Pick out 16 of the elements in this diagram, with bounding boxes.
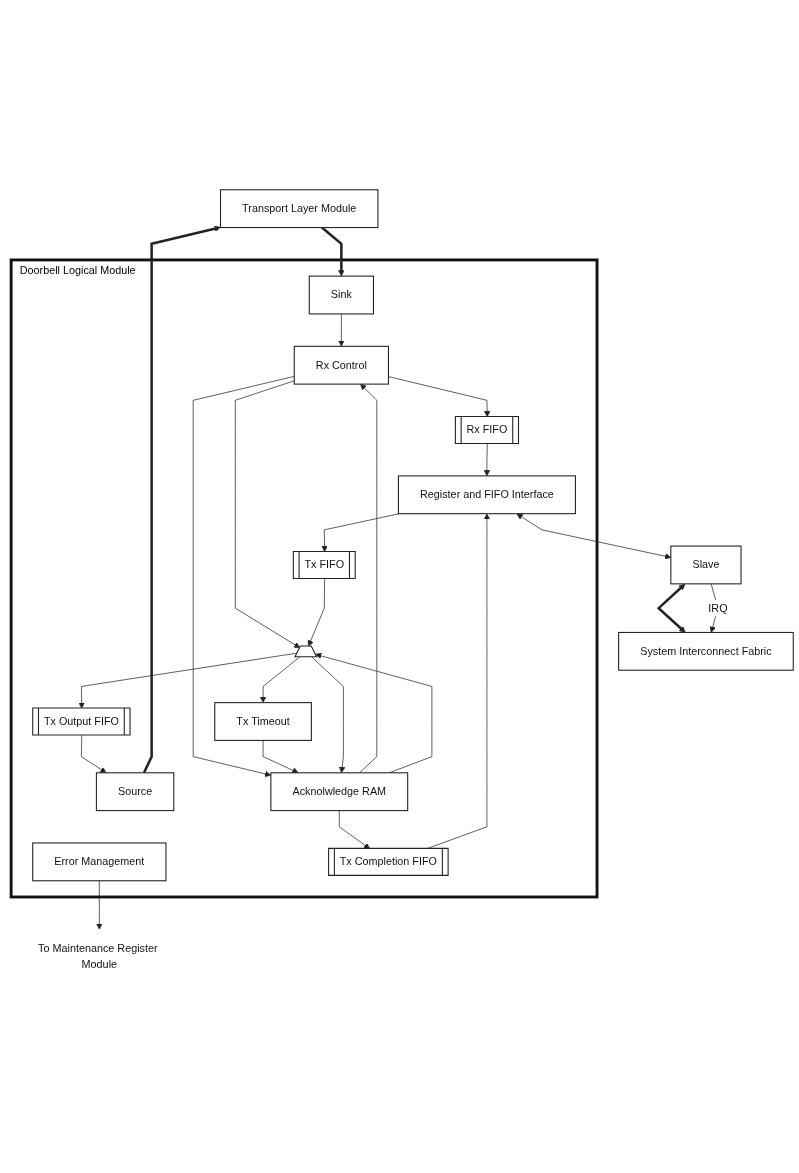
node-box: Acknolwledge RAM <box>270 772 409 812</box>
node-box: Transport Layer Module <box>220 189 379 229</box>
node-box: Sink <box>308 275 374 315</box>
node-box: Error Management <box>32 842 167 882</box>
node-box: Source <box>95 772 175 812</box>
arrow <box>142 225 221 774</box>
arrow <box>656 583 686 633</box>
node-trapezoid <box>294 645 318 658</box>
node-box: Tx Timeout <box>214 702 312 741</box>
arrow <box>321 226 345 277</box>
node-box: Register and FIFO Interface <box>397 475 576 515</box>
node-box: System Interconnect Fabric <box>618 631 794 671</box>
node-box: Slave <box>670 545 742 585</box>
node-text: To Maintenance Register Module <box>38 941 158 970</box>
node-box: Rx Control <box>293 345 389 385</box>
edge-label: IRQ <box>708 601 728 614</box>
